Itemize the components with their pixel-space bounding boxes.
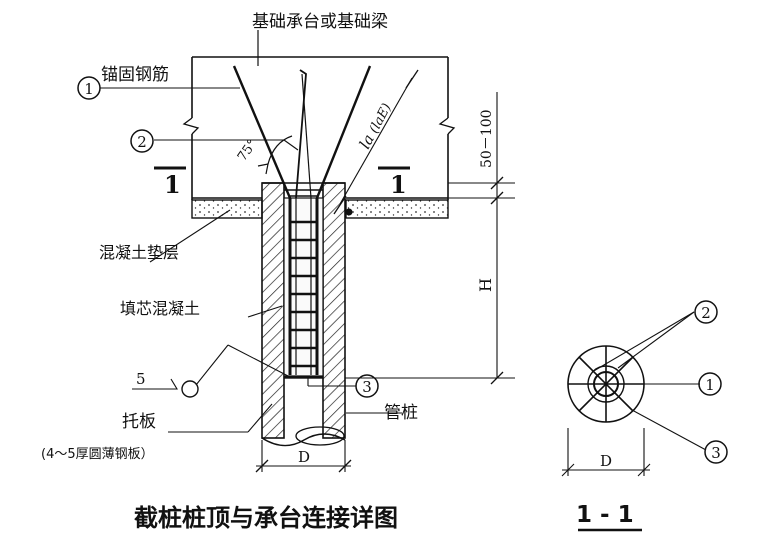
anchor-bars [232, 65, 372, 199]
anchor-length-dimension [333, 69, 419, 215]
section-title: 1 - 1 [576, 502, 634, 528]
diameter-dimension [255, 440, 352, 473]
elevation-view [77, 30, 515, 473]
pipe-pile-label: 管桩 [384, 403, 418, 423]
section-callout-2-circle [694, 300, 718, 324]
section-callout-3-text: 3 [711, 444, 721, 462]
callout-3-text: 3 [362, 378, 372, 396]
bedding-label: 混凝土垫层 [99, 243, 179, 262]
section-leaders [591, 311, 707, 451]
section-mark-left: 1 [164, 170, 181, 199]
height-dimension-label: H [476, 278, 495, 292]
section-callout-1-circle [698, 372, 722, 396]
callout-2-circle [130, 129, 154, 153]
section-1-1-view [561, 300, 728, 532]
anchor-length-label: la (laE) [356, 101, 395, 152]
angle-dimension [257, 135, 293, 175]
pipe-pile [261, 182, 346, 447]
angle-label: 75° [235, 137, 261, 164]
callout-3-circle [355, 374, 379, 398]
diameter-label: D [298, 448, 310, 466]
pile-cap-outline [182, 30, 456, 200]
section-callout-2-text: 2 [701, 304, 711, 322]
callout-1-text: 1 [84, 80, 94, 98]
section-diameter-label: D [600, 452, 612, 470]
callout-1-circle [77, 76, 101, 100]
anchor-bar-label: 锚固钢筋 [101, 65, 169, 85]
anchor-length-main: la [356, 131, 378, 152]
callout-2-text: 2 [137, 133, 147, 151]
section-callout-1-text: 1 [705, 376, 715, 394]
section-mark-right: 1 [390, 170, 407, 199]
weld-callout-circle [181, 380, 199, 398]
section-diameter-dimension [561, 428, 651, 477]
support-plate-label: 托板 [122, 412, 156, 432]
cover-dimension-label: 50－100 [479, 109, 495, 168]
weld-size-label: 5 [136, 370, 146, 388]
anchor-length-alt: (laE) [367, 101, 395, 136]
plate-note-label: (4～5厚圆薄钢板） [41, 447, 154, 462]
label-leaders [100, 87, 402, 433]
drawing-title: 截桩桩顶与承台连接详图 [134, 504, 398, 532]
cap-beam-label: 基础承台或基础梁 [252, 12, 388, 32]
section-callout-3-circle [704, 440, 728, 464]
cover-dimension [345, 92, 515, 385]
core-concrete [283, 197, 324, 379]
core-concrete-label: 填芯混凝土 [120, 299, 200, 318]
